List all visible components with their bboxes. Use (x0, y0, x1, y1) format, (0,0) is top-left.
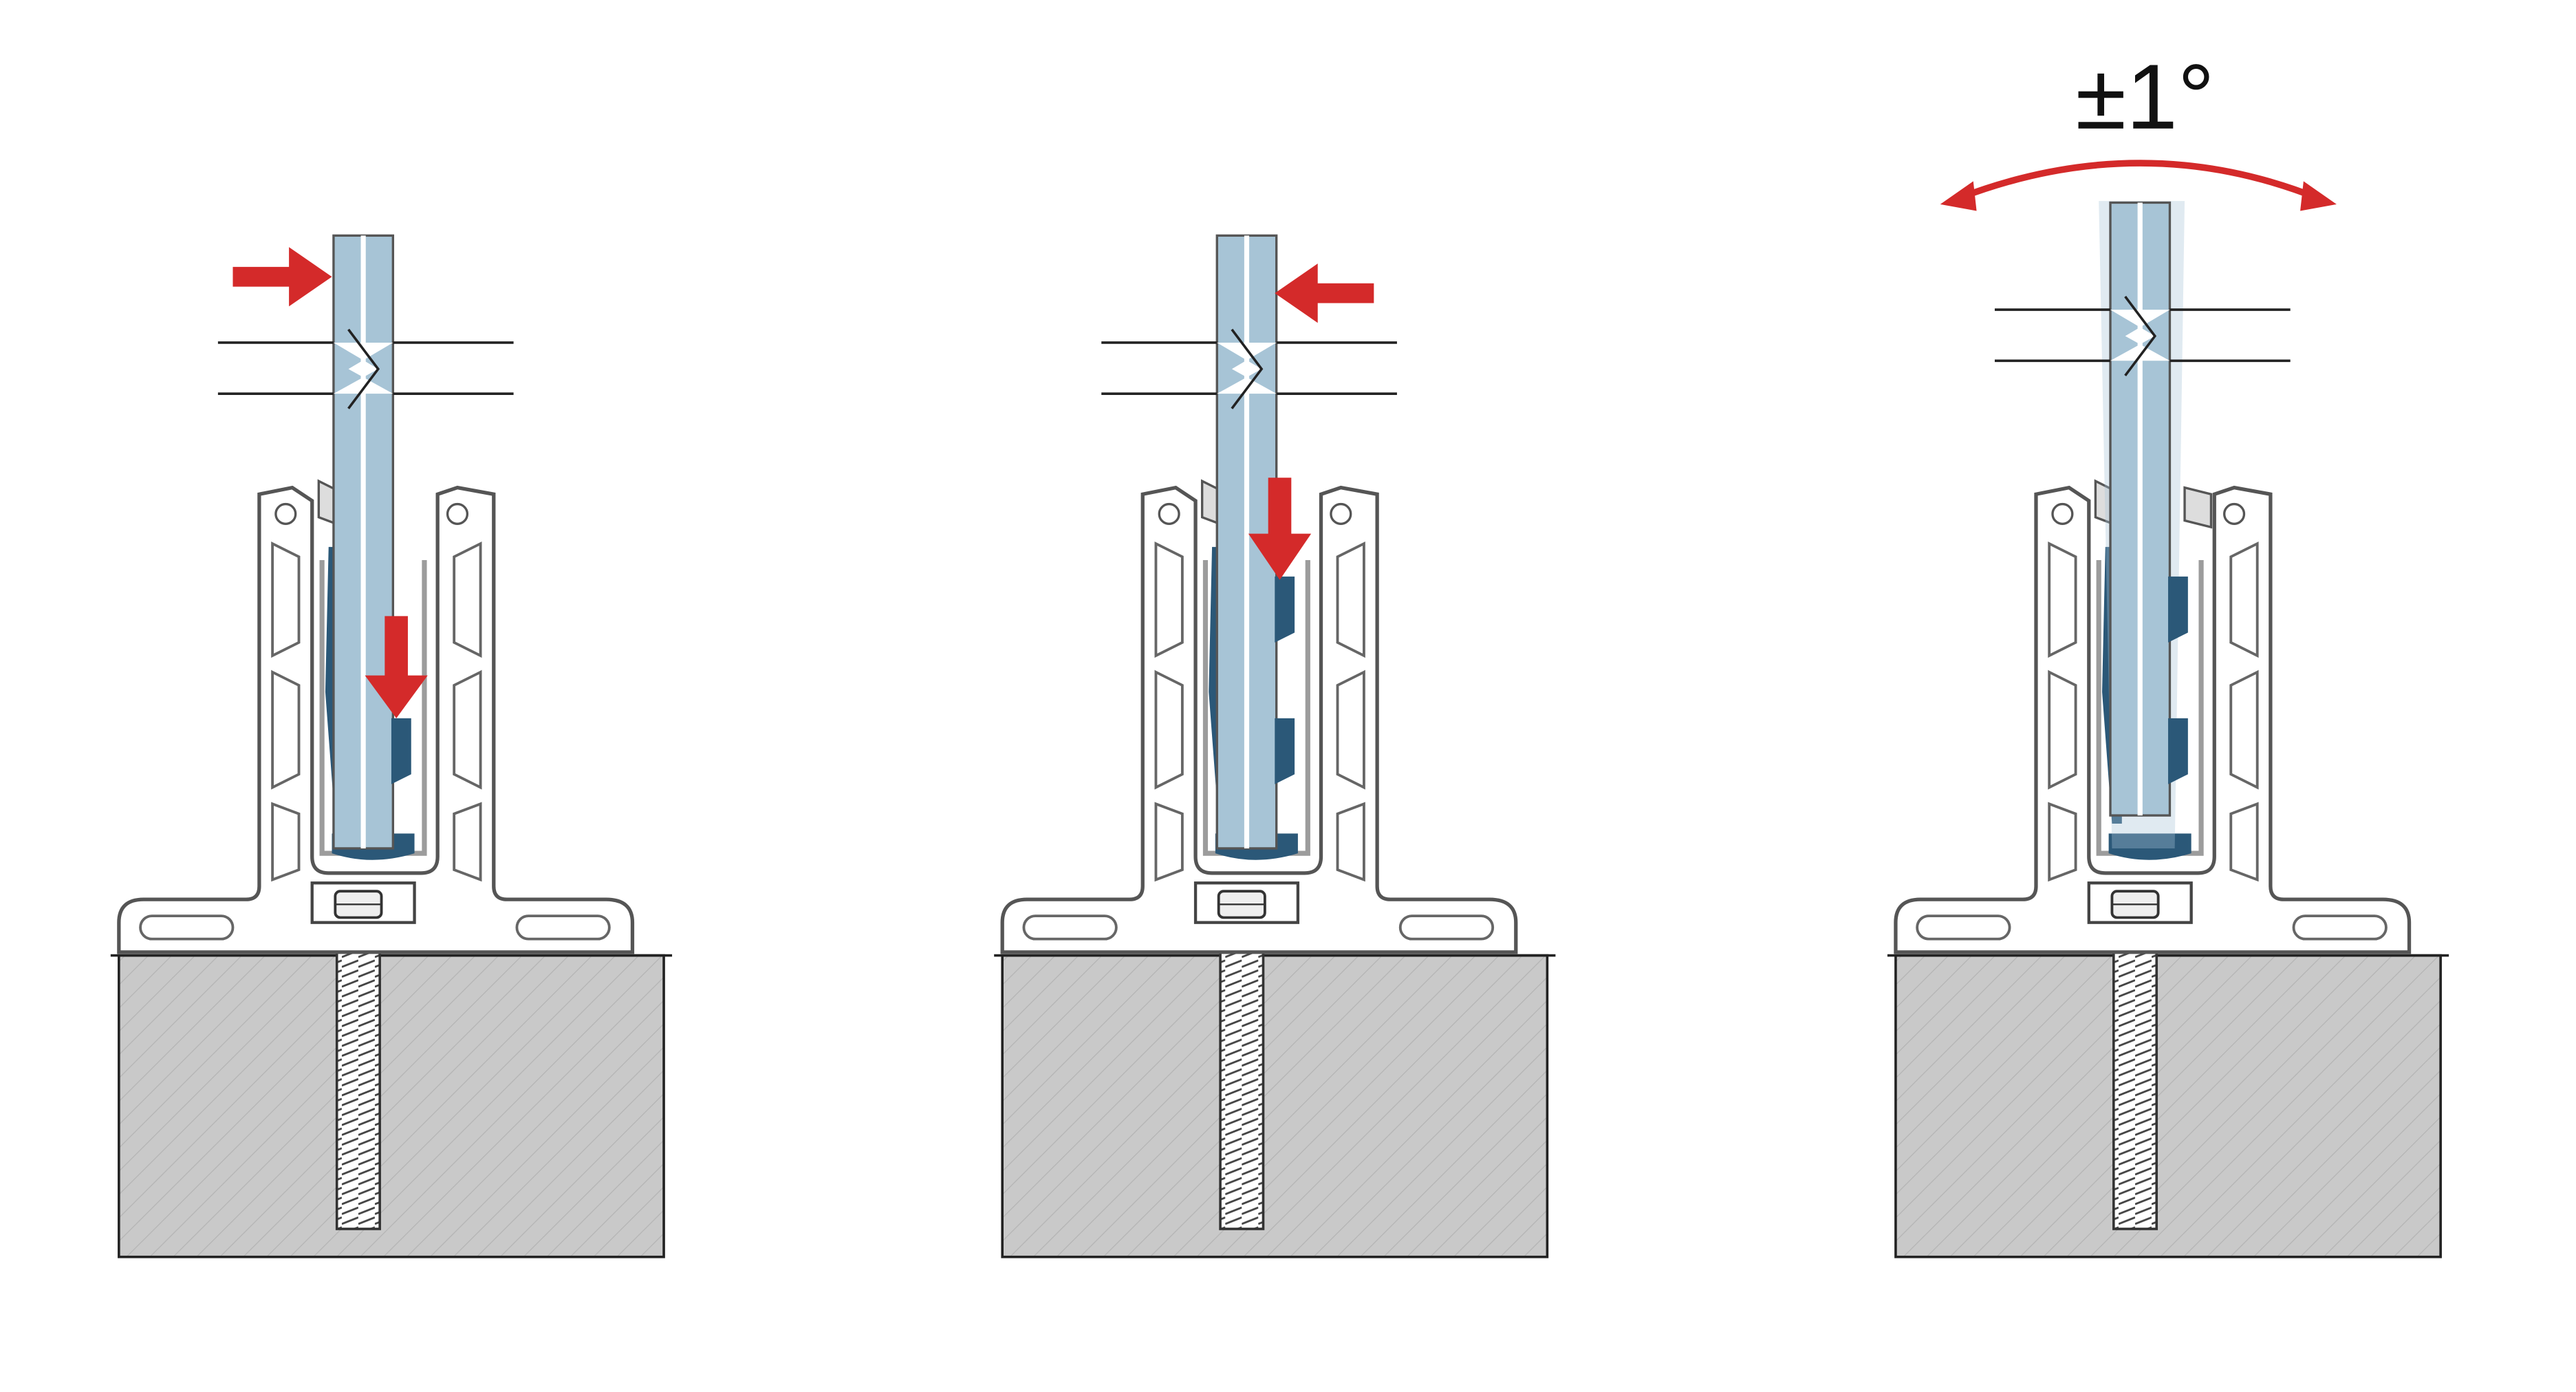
panel-step-1 (111, 235, 672, 1256)
right-gasket (391, 718, 411, 784)
tilt-angle-label: ±1° (2075, 45, 2214, 149)
right-clip (2183, 486, 2213, 529)
panel-step-3: ±1° (1887, 45, 2449, 1257)
right-gasket-upper (1275, 576, 1295, 643)
tilt-arrowhead-right (2300, 181, 2337, 211)
right-gasket-upper (2168, 576, 2188, 643)
push-left-arrow (1275, 264, 1374, 323)
tilt-arrowhead-left (1940, 181, 1977, 211)
right-gasket-lower (1275, 718, 1295, 784)
push-down-arrow (365, 616, 428, 718)
push-down-arrow (1248, 478, 1312, 580)
push-right-arrow (232, 247, 332, 307)
panel-step-2 (994, 235, 1555, 1256)
tilt-arc (1958, 160, 2318, 201)
right-gasket-lower (2168, 718, 2188, 784)
